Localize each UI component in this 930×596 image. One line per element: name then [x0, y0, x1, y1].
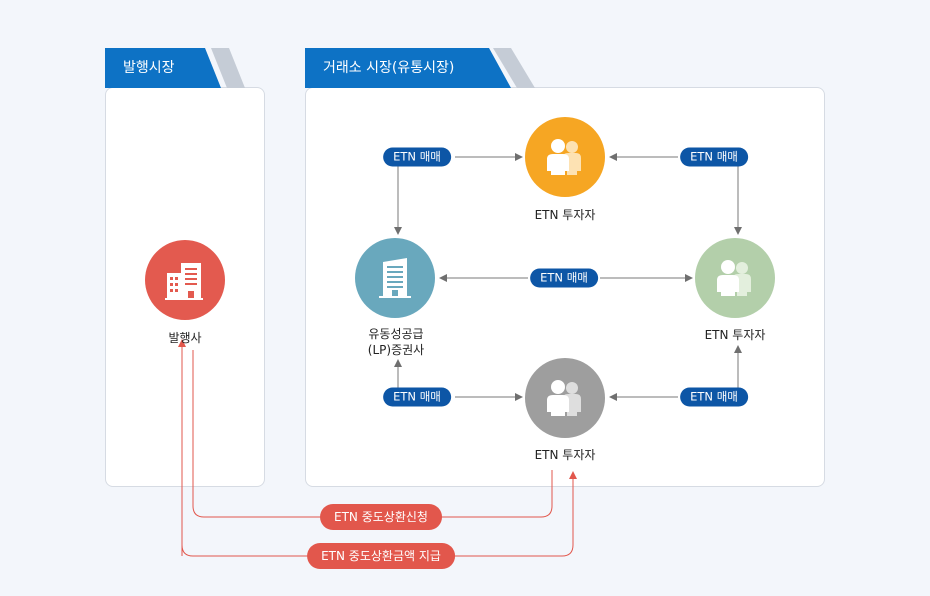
issue-market-tab: 발행시장: [105, 48, 245, 88]
lp-label-line1: 유동성공급: [368, 327, 424, 341]
trading-market-tab: 거래소 시장(유통시장): [305, 48, 535, 88]
tab-shape: [305, 48, 535, 88]
lp-label-line2: (LP)증권사: [367, 343, 425, 357]
issue-market-title: 발행시장: [123, 60, 175, 76]
trade-pill-bottom-right: ETN 매매: [680, 387, 748, 407]
trade-pill-bottom-left: ETN 매매: [383, 387, 451, 407]
trade-pill-top-right: ETN 매매: [680, 147, 748, 167]
trade-pill-middle: ETN 매매: [530, 268, 598, 288]
trading-market-title: 거래소 시장(유통시장): [323, 60, 455, 76]
investor-right-label: ETN 투자자: [704, 328, 766, 342]
lp-securities-node: [355, 238, 435, 318]
investor-top-label: ETN 투자자: [534, 208, 596, 222]
lp-securities-label: 유동성공급 (LP)증권사: [368, 326, 424, 358]
tab-shape: [105, 48, 245, 88]
investor-bottom-node: [525, 358, 605, 438]
building-icon: [165, 263, 203, 300]
people-icon: [547, 139, 581, 175]
trade-pill-top-left: ETN 매매: [383, 147, 451, 167]
issuer-node: [145, 240, 225, 320]
investor-top-node: [525, 117, 605, 197]
people-icon: [717, 260, 751, 296]
office-building-icon: [379, 258, 411, 298]
redemption-payment-pill: ETN 중도상환금액 지급: [307, 543, 455, 569]
investor-right-node: [695, 238, 775, 318]
investor-bottom-label: ETN 투자자: [534, 448, 596, 462]
people-icon: [547, 380, 581, 416]
redemption-request-pill: ETN 중도상환신청: [320, 504, 442, 530]
issuer-label: 발행사: [168, 331, 202, 345]
